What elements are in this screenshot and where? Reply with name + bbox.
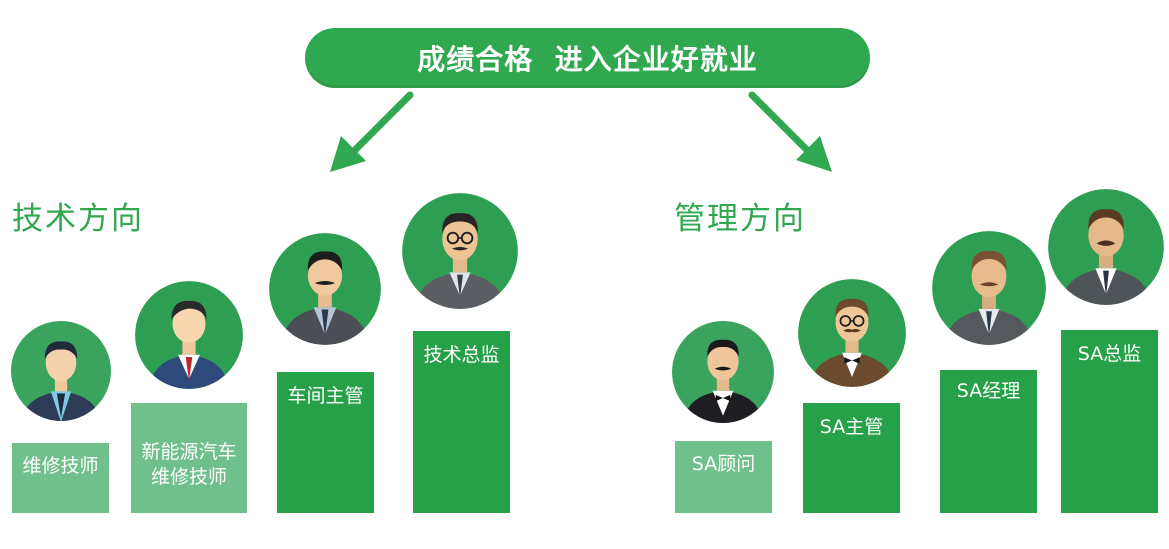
tech-level-4-label: 技术总监 [423, 344, 500, 366]
management-direction-title: 管理方向 [674, 201, 806, 237]
tech-level-1-bar: 维修技师 [12, 443, 109, 513]
mgmt-level-1-bar: SA顾问 [675, 441, 772, 513]
workshop-supervisor-avatar-icon [269, 233, 381, 345]
tech-direction-title: 技术方向 [12, 201, 144, 237]
technical-director-avatar-icon [402, 193, 518, 309]
tech-level-3-label: 车间主管 [287, 385, 364, 407]
sa-supervisor-avatar-icon [798, 279, 906, 387]
mgmt-level-3-label: SA经理 [956, 380, 1021, 402]
mgmt-level-4-bar: SA总监 [1061, 330, 1158, 513]
arrow-right-icon [748, 91, 832, 172]
tech-level-3-bar: 车间主管 [277, 372, 374, 513]
mgmt-level-1-label: SA顾问 [691, 453, 756, 475]
mgmt-level-4-label: SA总监 [1077, 343, 1142, 365]
ev-technician-avatar-icon [135, 281, 243, 389]
mgmt-level-2-bar: SA主管 [803, 403, 900, 513]
tech-level-4-bar: 技术总监 [413, 331, 510, 513]
sa-director-avatar-icon [1048, 189, 1164, 305]
sa-advisor-avatar-icon [672, 321, 774, 423]
sa-manager-avatar-icon [932, 231, 1046, 345]
banner-pill: 成绩合格 进入企业好就业 [305, 28, 870, 88]
mgmt-level-3-bar: SA经理 [940, 370, 1037, 513]
tech-level-2-bar: 新能源汽车 维修技师 [131, 403, 247, 513]
banner-text: 成绩合格 进入企业好就业 [417, 43, 758, 76]
technician-avatar-icon [11, 321, 111, 421]
tech-level-1-label: 维修技师 [22, 455, 99, 477]
tech-level-2-label-line2: 维修技师 [150, 466, 227, 488]
mgmt-level-2-label: SA主管 [819, 416, 884, 438]
tech-level-2-label: 新能源汽车 [141, 441, 237, 463]
arrow-left-icon [330, 91, 414, 172]
